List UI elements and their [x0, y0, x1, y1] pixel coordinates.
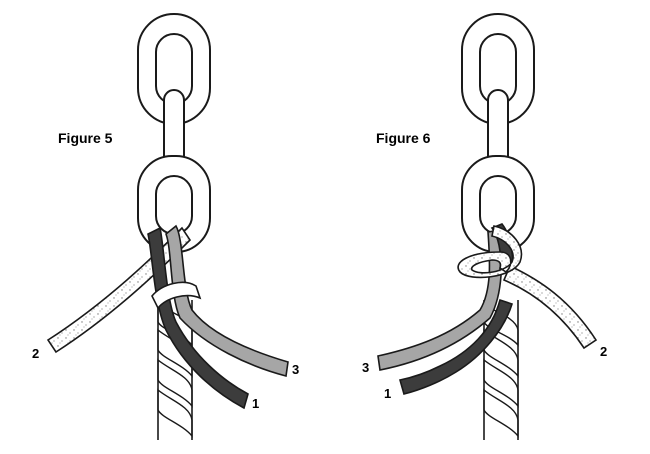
strand-label-3: 3 — [292, 362, 300, 377]
strand-label-2: 2 — [32, 346, 40, 361]
rope-strand-icon — [398, 298, 513, 395]
chain-link-icon — [461, 155, 535, 253]
rope-strand-icon — [377, 229, 503, 371]
rope-strand-icon — [457, 225, 523, 279]
rope-strand-icon — [151, 281, 202, 310]
strand-label-2: 2 — [600, 344, 608, 359]
strand-label-1: 1 — [384, 386, 392, 401]
figure-5-title: Figure 5 — [58, 130, 113, 146]
figure-5-drawing — [46, 13, 289, 440]
strand-label-3: 3 — [362, 360, 370, 375]
chain-link-icon — [137, 13, 211, 125]
strand-label-1: 1 — [252, 396, 260, 411]
rope-strand-icon — [502, 264, 598, 350]
figure-6-title: Figure 6 — [376, 130, 431, 146]
chain-link-icon — [137, 155, 211, 253]
chain-link-icon — [461, 13, 535, 125]
figure-6-drawing — [377, 13, 598, 440]
